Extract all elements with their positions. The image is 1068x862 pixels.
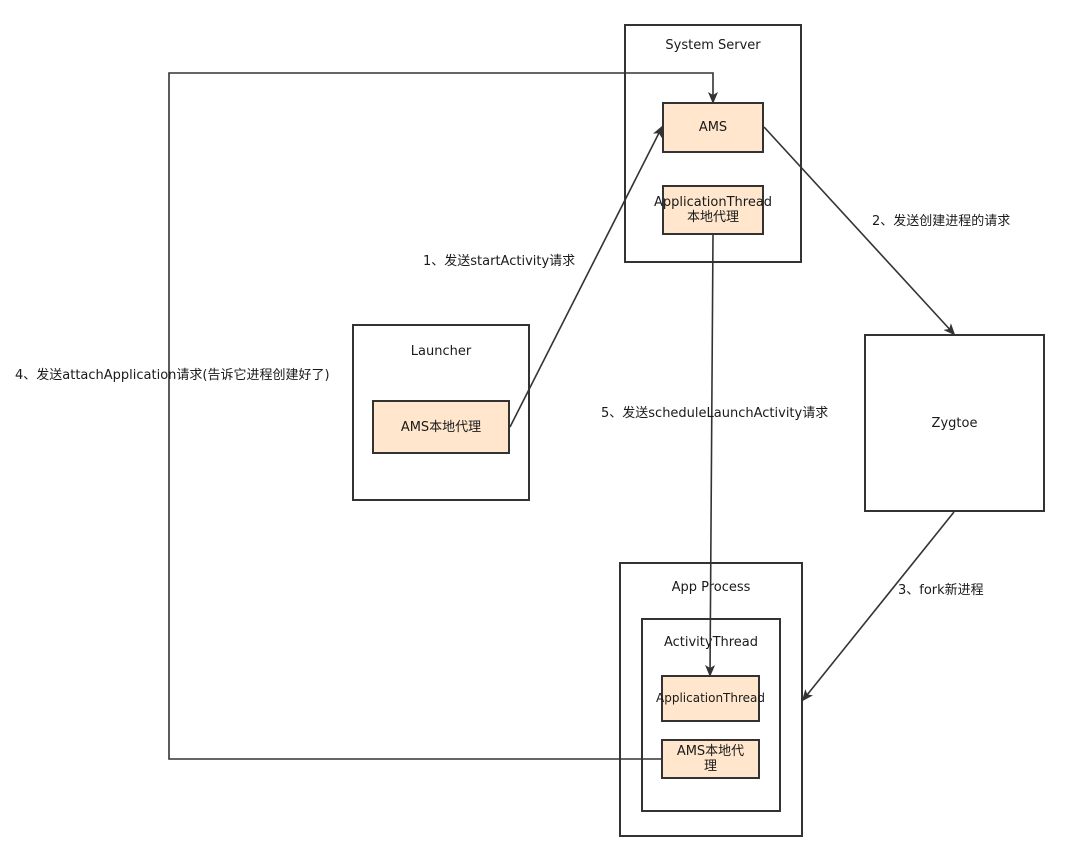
system-server-title: System Server [665,38,761,53]
ams-node-label: AMS [698,120,728,135]
launcher-title: Launcher [410,344,472,359]
app-ams-proxy-line1: AMS本地代 [676,744,745,759]
edge-step5 [705,234,716,677]
edge-step1 [509,125,663,428]
launcher-ams-proxy-node: AMS本地代理 [372,400,510,454]
edge-label-step5: 5、发送scheduleLaunchActivity请求 [601,406,829,421]
application-thread-label: ApplicationThread [656,691,766,705]
app-ams-proxy-line2: 理 [703,759,717,774]
application-thread-proxy-line2: 本地代理 [686,210,739,225]
edge-step3 [801,511,955,702]
edge-step4 [168,72,718,760]
zygote-title: Zygtoe [931,416,978,431]
app-ams-proxy-node: AMS本地代 理 [661,739,760,779]
edge-step2 [763,126,956,336]
launcher-container [352,324,530,501]
edge-label-step1: 1、发送startActivity请求 [423,254,576,269]
launcher-ams-proxy-label: AMS本地代理 [400,419,482,435]
edge-label-step3: 3、fork新进程 [898,583,984,598]
application-thread-proxy-line1: ApplicationThread [653,195,773,210]
edge-label-step2: 2、发送创建进程的请求 [872,214,1011,229]
edge-label-step4: 4、发送attachApplication请求(告诉它进程创建好了) [15,368,330,383]
application-thread-proxy-node: ApplicationThread 本地代理 [654,185,772,235]
